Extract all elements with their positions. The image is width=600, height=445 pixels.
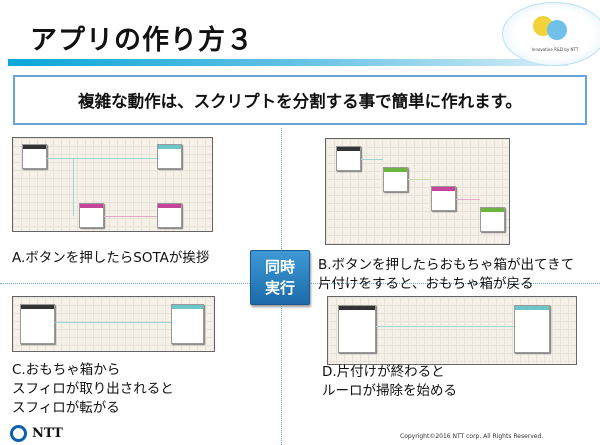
start-node bbox=[22, 144, 47, 169]
connection-wire bbox=[376, 326, 514, 327]
caption-b-line: B.ボタンを押したらおもちゃ箱が出てきて bbox=[318, 257, 575, 273]
ntt-brand: NTT bbox=[32, 426, 63, 441]
logo-shape-blue bbox=[547, 20, 567, 40]
script-node bbox=[514, 305, 550, 353]
logo-tagline: Innovative R&D by NTT bbox=[531, 47, 579, 52]
caption-c-line: スフィロが転がる bbox=[12, 400, 120, 416]
ntt-logo: NTT bbox=[10, 425, 63, 442]
start-node bbox=[336, 146, 361, 171]
subtitle-box: 複雑な動作は、スクリプトを分割する事で簡単に作れます。 bbox=[13, 75, 587, 125]
start-node bbox=[338, 305, 376, 353]
script-node bbox=[79, 203, 104, 228]
caption-b-line: 片付けをすると、おもちゃ箱が戻る bbox=[318, 276, 534, 292]
ntt-logo-mark-icon bbox=[10, 425, 27, 442]
caption-d: D.片付けが終わると ルーロが掃除を始める bbox=[322, 363, 457, 401]
copyright: Copyright©2016 NTT corp. All Rights Rese… bbox=[400, 433, 544, 440]
script-screenshot-c bbox=[12, 296, 215, 352]
connection-wire bbox=[408, 179, 431, 180]
script-screenshot-a bbox=[12, 137, 213, 232]
connection-wire bbox=[47, 158, 157, 159]
script-node bbox=[157, 203, 182, 228]
simultaneous-execution-badge: 同時 実行 bbox=[250, 250, 310, 305]
caption-d-line: ルーロが掃除を始める bbox=[322, 383, 457, 399]
caption-b: B.ボタンを押したらおもちゃ箱が出てきて 片付けをすると、おもちゃ箱が戻る bbox=[318, 256, 600, 294]
script-screenshot-b bbox=[325, 138, 510, 245]
badge-line: 同時 bbox=[264, 258, 295, 276]
caption-d-line: D.片付けが終わると bbox=[322, 364, 445, 380]
caption-a: A.ボタンを押したらSOTAが挨拶 bbox=[12, 250, 210, 266]
innovative-rd-logo: Innovative R&D by NTT bbox=[502, 2, 600, 66]
script-node bbox=[431, 186, 456, 211]
connection-wire bbox=[55, 322, 171, 323]
caption-c-line: スフィロが取り出されると bbox=[12, 381, 174, 397]
title-underline-bar bbox=[8, 59, 568, 66]
slide-title: アプリの作り方３ bbox=[30, 25, 254, 56]
caption-c-line: C.おもちゃ箱から bbox=[12, 362, 121, 378]
script-node bbox=[383, 167, 408, 192]
script-node bbox=[157, 144, 182, 169]
badge-line: 実行 bbox=[264, 279, 295, 297]
script-screenshot-d bbox=[327, 296, 577, 365]
subtitle-text: 複雑な動作は、スクリプトを分割する事で簡単に作れます。 bbox=[78, 92, 522, 111]
connection-wire bbox=[73, 158, 74, 216]
start-node bbox=[20, 304, 55, 344]
script-node bbox=[171, 304, 204, 344]
connection-wire bbox=[104, 216, 157, 217]
caption-c: C.おもちゃ箱から スフィロが取り出されると スフィロが転がる bbox=[12, 361, 174, 418]
script-node bbox=[480, 207, 505, 232]
connection-wire bbox=[361, 159, 383, 160]
connection-wire bbox=[456, 199, 480, 200]
